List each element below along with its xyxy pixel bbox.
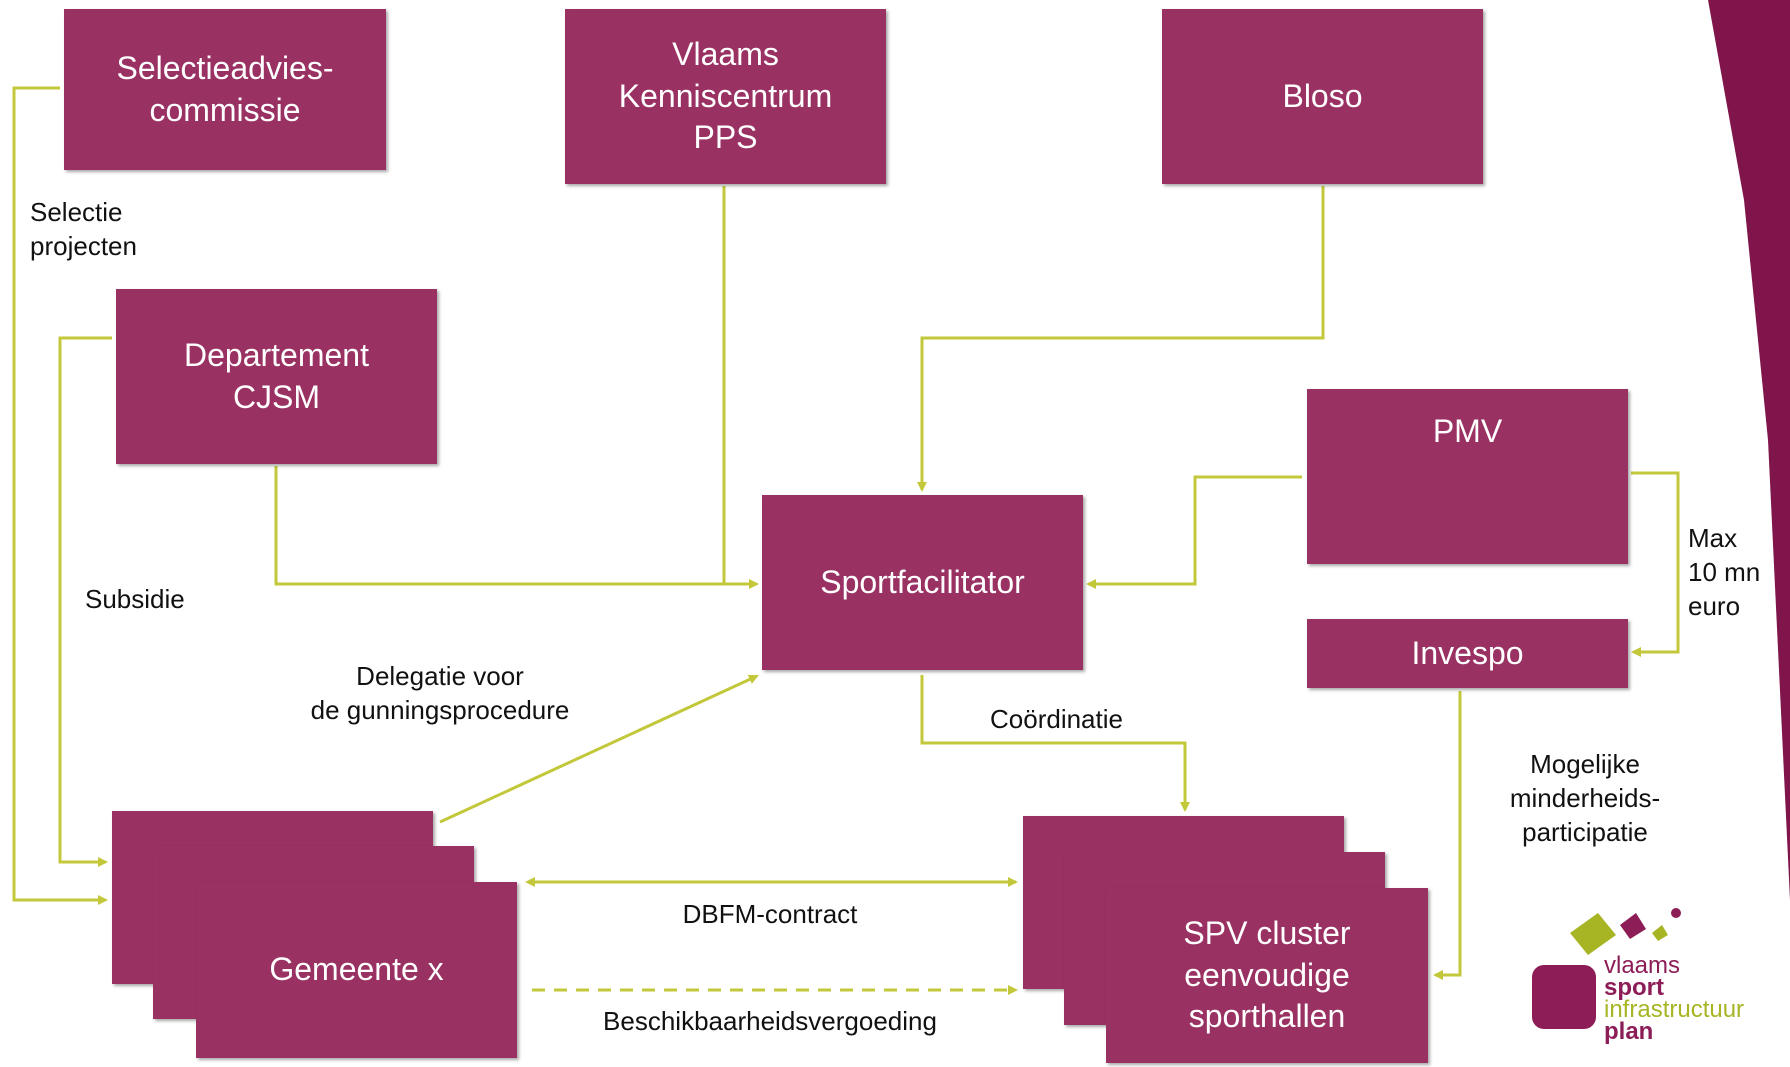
box-vlaams-kenniscentrum-pps: Vlaams Kenniscentrum PPS — [565, 9, 886, 184]
label-delegatie: Delegatie voor de gunningsprocedure — [310, 661, 570, 725]
line-bloso-facilitator — [917, 186, 1325, 492]
line-invespo-spv — [1433, 691, 1462, 980]
box-invespo: Invespo — [1307, 619, 1628, 688]
vlaams-sport-infrastructuurplan-logo: vlaams sport infrastructuur plan — [1532, 908, 1744, 1045]
svg-text:vlaams: vlaams — [1604, 952, 1680, 979]
box-label: Bloso — [1282, 77, 1363, 114]
box-sportfacilitator: Sportfacilitator — [762, 495, 1083, 670]
svg-text:plan: plan — [1604, 1018, 1653, 1045]
box-label: PMV — [1432, 412, 1503, 449]
line-pmv-facilitator — [1086, 475, 1302, 589]
box-label: SPV cluster eenvoudige sporthallen — [1183, 915, 1351, 1035]
line-pmv-invespo — [1631, 471, 1680, 657]
label-subsidie: Subsidie — [85, 584, 185, 614]
box-label: Sportfacilitator — [820, 563, 1025, 600]
box-label: Vlaams Kenniscentrum PPS — [618, 36, 833, 156]
line-coordinatie — [920, 675, 1190, 812]
box-departement-cjsm: Departement CJSM — [116, 289, 437, 464]
box-bloso: Bloso — [1162, 9, 1483, 184]
line-subsidie — [58, 336, 112, 867]
label-beschikbaarheidsvergoeding: Beschikbaarheidsvergoeding — [603, 1006, 937, 1036]
box-label: Gemeente x — [269, 951, 444, 988]
box-label: Selectieadvies- commissie — [116, 49, 334, 128]
label-max-10-mn-euro: Max 10 mn euro — [1688, 523, 1761, 621]
line-selectie — [12, 86, 108, 905]
box-label: Departement CJSM — [184, 336, 369, 415]
box-gemeente-x: Gemeente x — [196, 882, 517, 1058]
box-label: Invespo — [1411, 634, 1524, 671]
box-selectieadvies-commissie: Selectieadvies- commissie — [64, 9, 386, 170]
line-dept-facilitator — [274, 466, 759, 589]
box-spv-cluster: SPV cluster eenvoudige sporthallen — [1106, 888, 1428, 1063]
svg-text:sport: sport — [1604, 974, 1664, 1001]
label-minderheidsparticipatie: Mogelijke minderheids- participatie — [1509, 749, 1661, 847]
label-selectie-projecten: Selectie projecten — [30, 197, 137, 261]
line-delegatie — [439, 674, 759, 824]
label-dbfm-contract: DBFM-contract — [682, 899, 858, 929]
logo-mark-icon — [1532, 908, 1681, 1029]
box-pmv: PMV — [1307, 389, 1628, 564]
svg-text:infrastructuur: infrastructuur — [1604, 996, 1744, 1023]
label-coordinatie: Coördinatie — [990, 704, 1123, 734]
